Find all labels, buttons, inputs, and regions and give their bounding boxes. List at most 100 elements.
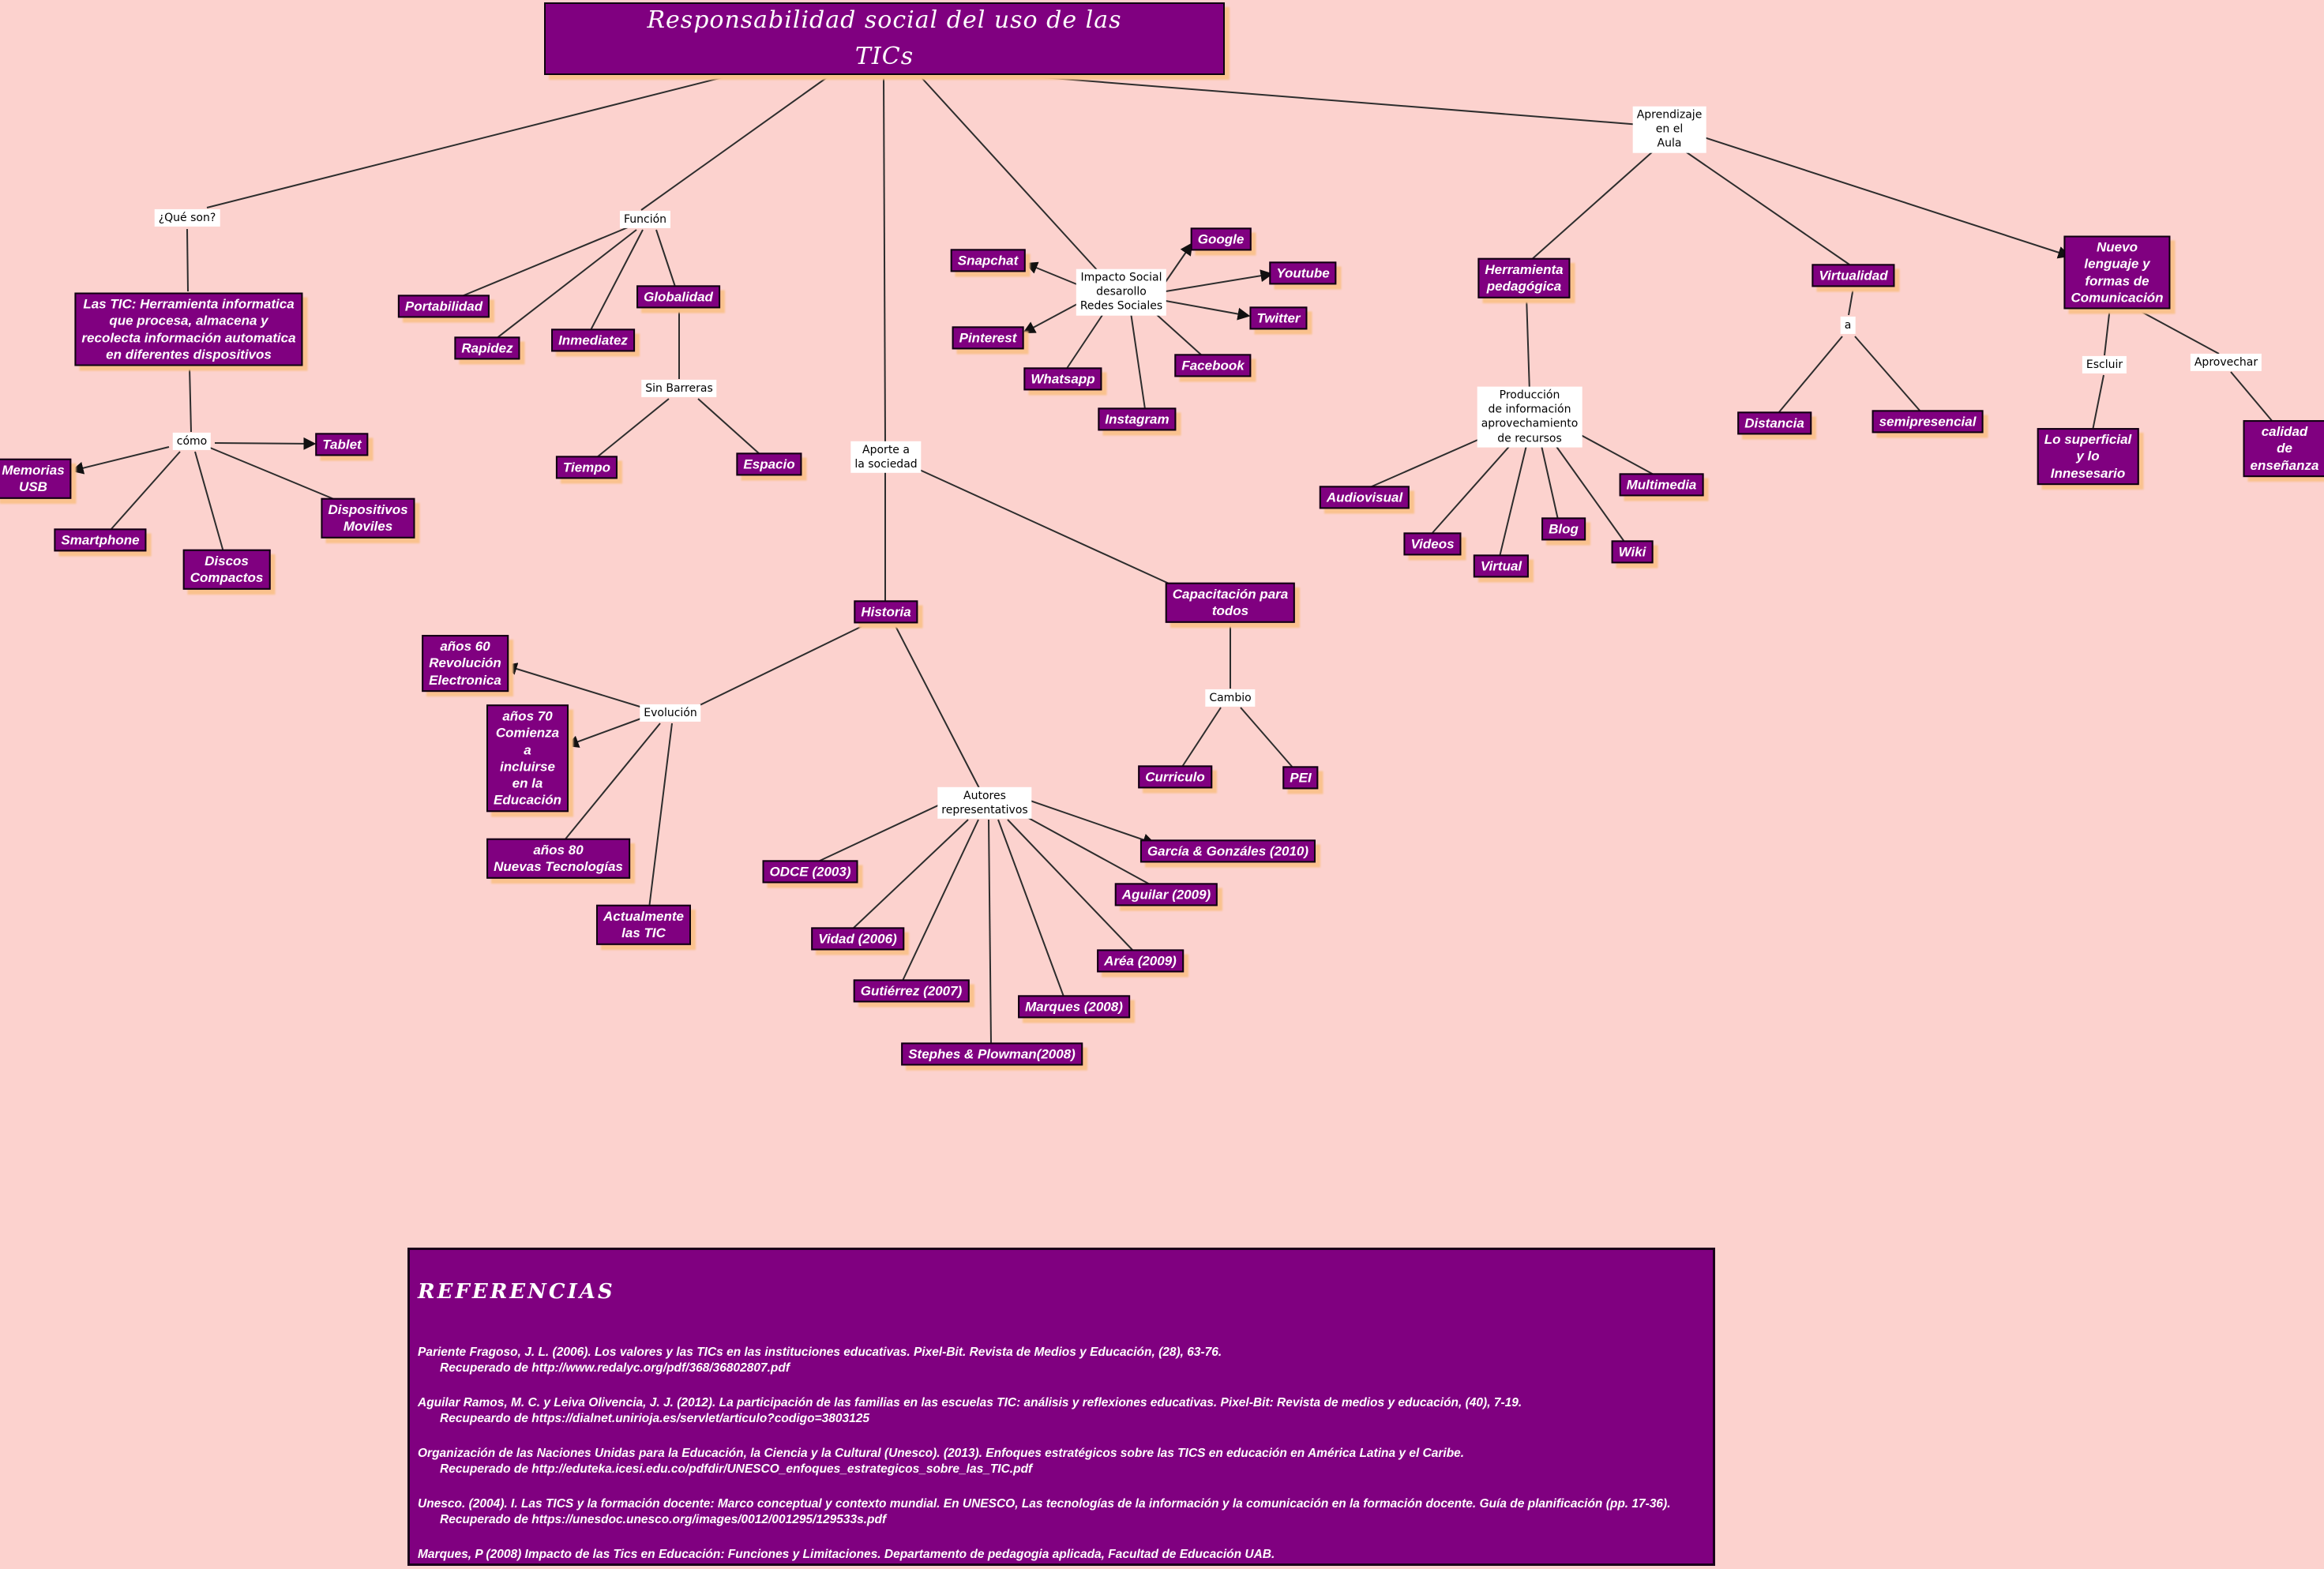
- node-nuevo-lenguaje[interactable]: Nuevo lenguaje y formas de Comunicación: [2063, 235, 2171, 310]
- node-aguilar-2009[interactable]: Aguilar (2009): [1114, 883, 1218, 906]
- node-dispositivos-moviles[interactable]: Dispositivos Moviles: [321, 497, 415, 539]
- node-whatsapp[interactable]: Whatsapp: [1023, 367, 1102, 391]
- node-audiovisual[interactable]: Audiovisual: [1319, 486, 1410, 509]
- node-espacio[interactable]: Espacio: [736, 452, 802, 476]
- node-marques-2008[interactable]: Marques (2008): [1018, 995, 1130, 1019]
- node-wiki[interactable]: Wiki: [1611, 540, 1654, 564]
- node-anos-70[interactable]: años 70 Comienza a incluirse en la Educa…: [486, 704, 569, 812]
- node-inmediatez[interactable]: Inmediatez: [551, 328, 635, 352]
- node-produccion-informacion[interactable]: Producción de información aprovechamient…: [1477, 386, 1582, 448]
- reference-entry: Organización de las Naciones Unidas para…: [418, 1446, 1699, 1478]
- node-aprovechar[interactable]: Aprovechar: [2190, 353, 2262, 372]
- edge-line: [461, 227, 629, 297]
- node-anos-60[interactable]: años 60 Revolución Electronica: [422, 635, 509, 692]
- edge-line: [2092, 374, 2104, 431]
- node-discos-compactos[interactable]: Discos Compactos: [182, 549, 271, 590]
- node-twitter[interactable]: Twitter: [1249, 306, 1308, 330]
- reference-citation: Organización de las Naciones Unidas para…: [418, 1446, 1465, 1460]
- edge-line: [1540, 441, 1559, 520]
- node-que-son[interactable]: ¿Qué son?: [154, 208, 220, 227]
- edge-line: [988, 819, 992, 1045]
- edge-line: [189, 366, 192, 433]
- edge-line: [1165, 300, 1251, 321]
- node-actualmente-tic[interactable]: Actualmente las TIC: [595, 904, 692, 945]
- edge-line: [694, 622, 869, 708]
- node-curriculo[interactable]: Curriculo: [1138, 765, 1212, 789]
- references-list: Pariente Fragoso, J. L. (2006). Los valo…: [418, 1345, 1699, 1566]
- edge-line: [1024, 261, 1079, 286]
- node-autores-representativos[interactable]: Autores representativos: [937, 786, 1032, 820]
- edge-line: [914, 467, 1185, 591]
- node-youtube[interactable]: Youtube: [1269, 261, 1337, 285]
- node-multimedia[interactable]: Multimedia: [1619, 473, 1704, 497]
- node-pei[interactable]: PEI: [1282, 766, 1319, 790]
- node-sin-barreras[interactable]: Sin Barreras: [641, 379, 717, 398]
- node-lo-superficial[interactable]: Lo superficial y lo Innesesario: [2037, 428, 2139, 485]
- edge-line: [596, 398, 670, 458]
- node-herramienta-pedagogica[interactable]: Herramienta pedagógica: [1477, 257, 1571, 298]
- node-tiempo[interactable]: Tiempo: [555, 456, 618, 479]
- node-a-connector[interactable]: a: [1840, 316, 1856, 335]
- node-stephes-plowman-2008[interactable]: Stephes & Plowman(2008): [901, 1042, 1083, 1066]
- node-funcion[interactable]: Función: [619, 210, 671, 229]
- node-gutierrez-2007[interactable]: Gutiérrez (2007): [853, 979, 970, 1003]
- node-capacitacion-todos[interactable]: Capacitación para todos: [1165, 582, 1296, 623]
- edge-line: [997, 819, 1064, 997]
- reference-citation: Unesco. (2004). I. Las TICS y la formaci…: [418, 1496, 1671, 1511]
- node-vidad-2006[interactable]: Vidad (2006): [811, 927, 904, 951]
- edge-line: [2132, 306, 2220, 355]
- node-aporte-sociedad[interactable]: Aporte a la sociedad: [850, 441, 922, 474]
- node-como[interactable]: cómo: [172, 432, 212, 451]
- node-globalidad[interactable]: Globalidad: [636, 285, 720, 309]
- node-smartphone[interactable]: Smartphone: [54, 528, 147, 552]
- references-heading: REFERENCIAS: [418, 1280, 615, 1304]
- edge-line: [495, 229, 637, 340]
- edge-line: [1430, 441, 1514, 535]
- node-instagram[interactable]: Instagram: [1098, 407, 1177, 431]
- node-anos-80[interactable]: años 80 Nuevas Tecnologías: [486, 838, 630, 879]
- edge-line: [640, 73, 832, 211]
- edge-line: [1165, 269, 1274, 292]
- node-map-title[interactable]: Responsabilidad social del uso de las TI…: [544, 2, 1225, 75]
- node-memorias-usb[interactable]: Memorias USB: [0, 458, 72, 499]
- node-rapidez[interactable]: Rapidez: [454, 336, 520, 360]
- edge-line: [1240, 707, 1294, 769]
- edge-line: [186, 228, 189, 292]
- node-area-2009[interactable]: Aréa (2009): [1097, 949, 1184, 973]
- reference-source: Recuperdo de http://peremarques.blogspot…: [418, 1563, 1699, 1566]
- node-tic-definicion[interactable]: Las TIC: Herramienta informatica que pro…: [74, 292, 303, 366]
- node-videos[interactable]: Videos: [1403, 532, 1462, 556]
- node-historia[interactable]: Historia: [854, 600, 918, 624]
- node-snapchat[interactable]: Snapchat: [950, 249, 1026, 272]
- edge-line: [1022, 302, 1079, 334]
- edge-line: [918, 73, 1100, 273]
- edge-line: [565, 716, 646, 748]
- node-distancia[interactable]: Distancia: [1737, 411, 1812, 435]
- node-blog[interactable]: Blog: [1541, 517, 1586, 541]
- node-portabilidad[interactable]: Portabilidad: [397, 295, 490, 318]
- reference-entry: Pariente Fragoso, J. L. (2006). Los valo…: [418, 1345, 1699, 1377]
- node-aprendizaje-aula[interactable]: Aprendizaje en el Aula: [1632, 106, 1706, 153]
- edge-line: [893, 622, 980, 789]
- node-pinterest[interactable]: Pinterest: [952, 326, 1024, 350]
- node-facebook[interactable]: Facebook: [1174, 354, 1252, 377]
- node-cambio[interactable]: Cambio: [1205, 689, 1256, 708]
- node-virtualidad[interactable]: Virtualidad: [1812, 264, 1895, 287]
- node-odce-2003[interactable]: ODCE (2003): [762, 860, 858, 884]
- node-garcia-gonzales-2010[interactable]: García & Gonzáles (2010): [1139, 839, 1316, 863]
- node-impacto-social[interactable]: Impacto Social desarollo Redes Sociales: [1076, 268, 1167, 316]
- reference-source: Recuperado de http://eduteka.icesi.edu.c…: [440, 1462, 1033, 1477]
- edge-line: [2104, 306, 2111, 356]
- node-tablet[interactable]: Tablet: [315, 433, 369, 456]
- node-google[interactable]: Google: [1190, 227, 1252, 251]
- edge-line: [1065, 312, 1105, 370]
- edge-line: [1526, 295, 1530, 393]
- edge-line: [1007, 819, 1134, 952]
- node-evolucion[interactable]: Evolución: [640, 704, 701, 723]
- edge-line: [563, 723, 661, 842]
- node-escluir[interactable]: Escluir: [2082, 355, 2127, 374]
- node-semipresencial[interactable]: semipresencial: [1872, 410, 1984, 434]
- node-virtual[interactable]: Virtual: [1473, 554, 1530, 578]
- node-calidad-ensenanza[interactable]: calidad de enseñanza: [2243, 420, 2324, 477]
- edge-line: [1854, 336, 1921, 412]
